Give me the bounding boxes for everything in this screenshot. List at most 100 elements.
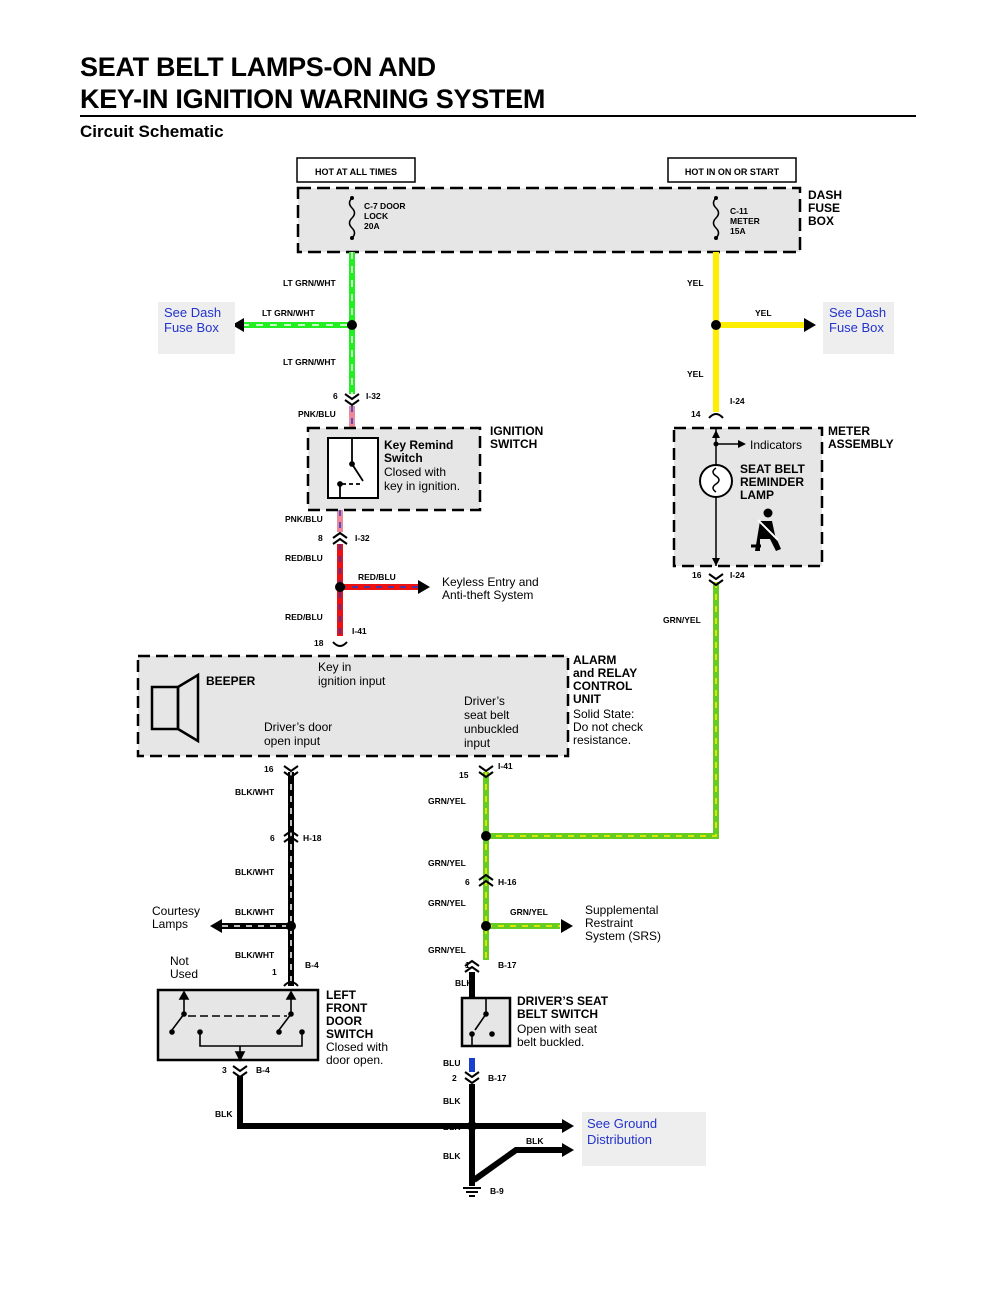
splice-dot [711,320,721,330]
dash-fuse-box-label: DASH [808,188,842,202]
key-remind-switch-label: Key Remind [384,438,453,452]
wire-label: LT GRN/WHT [283,278,337,288]
pin-number: 6 [270,833,275,843]
connector-i24-top-icon [708,413,724,419]
link-text[interactable]: Distribution [587,1132,652,1147]
srs-label: Supplemental [585,903,658,917]
wire-label: BLK/WHT [235,787,275,797]
wire-label: GRN/YEL [510,907,548,917]
seat-belt-input-label: unbuckled [464,722,519,736]
bulb-filament-icon [712,467,720,493]
arrow-right-icon [562,1143,574,1157]
connector-i41-top-icon [332,641,348,647]
connector-id: I-32 [366,391,381,401]
door-switch-desc: door open. [326,1053,383,1067]
splice-dot [286,921,296,931]
key-remind-switch-desc: Closed with [384,465,446,479]
door-switch-label: DOOR [326,1014,362,1028]
key-remind-switch-symbol [327,437,379,499]
arrow-right-icon [418,580,430,594]
pin-number: 6 [465,877,470,887]
link-text[interactable]: Fuse Box [829,320,884,335]
fuse-c11-name: C-11 [730,206,748,216]
srs-label: Restraint [585,916,634,930]
courtesy-lamps-label: Courtesy [152,904,200,918]
see-ground-distribution[interactable] [582,1112,706,1166]
connector-id: H-16 [498,877,517,887]
junction-dot [713,441,719,447]
splice-dot [467,1121,477,1131]
arrow-right-icon [562,1119,574,1133]
subtitle: Circuit Schematic [80,122,224,141]
splice-dot [347,320,357,330]
keyless-entry-label: Anti-theft System [442,588,533,602]
alarm-relay-unit-box [136,654,570,758]
wire-label: BLK [215,1109,233,1119]
title-line-1: SEAT BELT LAMPS-ON AND [80,52,436,82]
connector-b17-1-icon [464,959,480,973]
wire-label: BLK [443,1122,461,1132]
connector-i41-15-icon [478,765,494,779]
wire-label: YEL [687,278,704,288]
pin-number: 1 [272,967,277,977]
arrow-up-icon [712,430,720,438]
wire-label: LT GRN/WHT [283,357,337,367]
keyless-entry-label: Keyless Entry and [442,575,539,589]
belt-switch-label: DRIVER’S SEAT [517,994,609,1008]
see-dash-fuse-box-left[interactable] [158,302,235,354]
wire-label: BLK/WHT [235,867,275,877]
wire-label: BLK [455,978,473,988]
splice-dot [335,582,345,592]
wire-grn-yel-stripe [486,582,717,837]
wire-label: YEL [687,369,704,379]
wire-label: YEL [755,308,772,318]
link-text[interactable]: Fuse Box [164,320,219,335]
arrow-down-icon [712,558,720,566]
wire-label: BLK [443,1151,461,1161]
seat-belt-input-label: Driver’s [464,694,505,708]
wire-label: GRN/YEL [428,945,466,955]
alarm-unit-desc: Solid State: [573,707,634,721]
door-open-input-label: Driver’s door [264,720,332,734]
ignition-switch-label: SWITCH [490,437,537,451]
connector-id: B-4 [256,1065,270,1075]
connectors [232,393,724,1085]
belt-switch-label: BELT SWITCH [517,1007,598,1021]
wire-label: BLK [443,1096,461,1106]
fuse-c7-terminal [350,236,354,240]
connector-id: I-41 [352,626,367,636]
pin-number: 14 [691,409,701,419]
belt-switch-desc: Open with seat [517,1022,598,1036]
arrow-right-icon [738,440,746,448]
connector-labels: 6 I-32 14 I-24 8 I-32 16 I-24 18 I-41 16… [222,391,745,1196]
link-text[interactable]: See Dash [164,305,221,320]
key-remind-switch-label: Switch [384,451,423,465]
wire-label: BLK/WHT [235,907,275,917]
wire-label: RED/BLU [358,572,396,582]
pin-number: 1 [465,960,470,970]
connector-id: I-24 [730,570,745,580]
alarm-unit-desc: resistance. [573,733,631,747]
link-text[interactable]: See Ground [587,1116,657,1131]
ignition-switch-label: IGNITION [490,424,543,438]
hot-in-on-or-start-box [667,157,797,183]
ground-icon [463,1187,481,1197]
fuse-c11-rating: 15A [730,226,746,236]
splice-dot [481,921,491,931]
link-text[interactable]: See Dash [829,305,886,320]
fuse-c7-symbol [348,197,356,239]
arrow-right-icon [804,318,816,332]
wire-label: GRN/YEL [428,796,466,806]
connector-id: I-24 [730,396,745,406]
see-dash-fuse-box-right[interactable] [823,302,894,354]
connector-id: B-9 [490,1186,504,1196]
pin-number: 16 [692,570,702,580]
bulb-icon [699,464,733,498]
fuse-c7-desc: LOCK [364,211,389,221]
connector-i32-bottom-icon [332,531,348,545]
fuse-c7-rating: 20A [364,221,380,231]
fuse-c7-name: C-7 DOOR [364,201,406,211]
seat-belt-input-label: input [464,736,491,750]
wire-label: PNK/BLU [285,514,323,524]
left-front-door-switch-box [156,988,320,1062]
